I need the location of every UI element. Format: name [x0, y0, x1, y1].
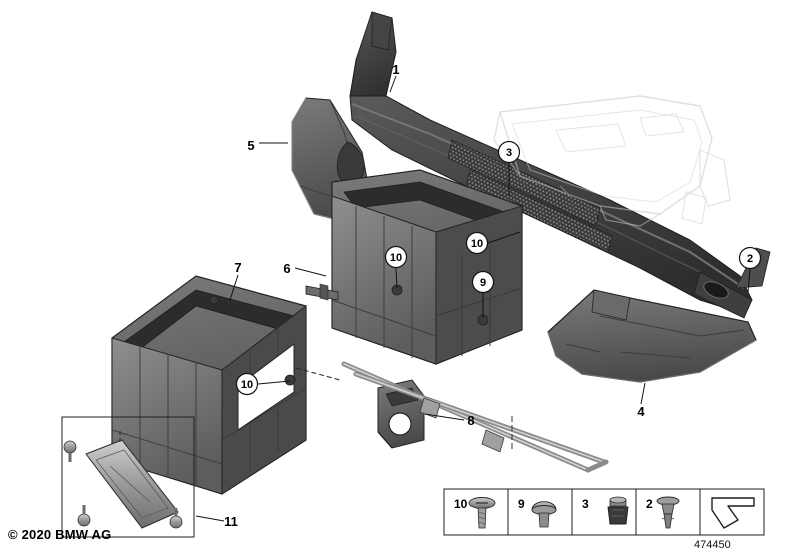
callout-leader-4 — [640, 382, 646, 405]
callout-circle — [497, 140, 521, 164]
part-rod-assembly — [341, 361, 609, 473]
callout-leader-10 — [395, 267, 398, 289]
callout-label: 8 — [467, 413, 474, 428]
legend-num-0: 10 — [454, 497, 468, 511]
callout-label: 10 — [390, 252, 402, 264]
callout-label: 10 — [471, 238, 483, 250]
screw-top-left — [63, 440, 77, 462]
callout-leader-6 — [294, 267, 327, 277]
callout-4: 4 — [637, 404, 645, 419]
callout-3: 3 — [497, 140, 521, 164]
part-4-right-cover — [547, 289, 757, 383]
callout-leader-1 — [389, 75, 397, 93]
legend-num-1: 9 — [518, 497, 525, 511]
legend-icon-direction-arrow — [711, 497, 755, 529]
part-6-center-tray — [305, 169, 523, 365]
part-1-cowl-panel — [349, 11, 771, 319]
callout-8: 8 — [467, 413, 474, 428]
callout-label: 4 — [637, 404, 645, 419]
screw-bottom-left — [77, 505, 91, 527]
callout-10: 10 — [235, 372, 259, 396]
legend-num-3: 2 — [646, 497, 653, 511]
callout-label: 5 — [247, 138, 254, 153]
callout-1: 1 — [392, 62, 399, 77]
callout-leader-10 — [487, 231, 521, 244]
part-7-left-tray — [111, 275, 341, 495]
diagram-part-number: 474450 — [694, 539, 731, 551]
callout-label: 6 — [283, 261, 290, 276]
callout-label: 3 — [506, 147, 512, 159]
callout-circle — [465, 231, 489, 255]
copyright-notice: © 2020 BMW AG — [8, 527, 112, 542]
legend-num-2: 3 — [582, 497, 589, 511]
callout-leader-11 — [195, 515, 225, 522]
legend-icon-pan-head-screw — [468, 497, 496, 529]
legend-icon-expanding-nut — [607, 496, 629, 525]
callout-6: 6 — [283, 261, 290, 276]
screw-bottom-right — [169, 508, 183, 529]
callout-2: 2 — [738, 246, 762, 270]
part-11-bracket-assembly — [61, 416, 195, 538]
callout-10: 10 — [384, 245, 408, 269]
fastener-legend: 10 9 3 2 — [443, 488, 765, 536]
callout-circle — [384, 245, 408, 269]
ghost-bulkhead-outline — [493, 95, 731, 227]
callout-circle — [471, 270, 495, 294]
callout-leader-8 — [424, 413, 465, 421]
legend-icon-plastic-clip — [656, 496, 680, 529]
callout-7: 7 — [234, 260, 241, 275]
legend-icon-round-head-rivet — [531, 501, 557, 528]
callout-circle — [235, 372, 259, 396]
callout-10: 10 — [465, 231, 489, 255]
callout-label: 1 — [392, 62, 399, 77]
callout-11: 11 — [224, 514, 238, 529]
callout-5: 5 — [247, 138, 254, 153]
callout-leader-7 — [229, 274, 239, 301]
callout-circle — [738, 246, 762, 270]
callout-labels: 1 5 3 2 10 10 6 9 7 10 8 4 11 — [224, 62, 762, 529]
callout-label: 2 — [747, 253, 753, 265]
callout-9: 9 — [471, 270, 495, 294]
callout-leaders — [195, 75, 751, 522]
callout-leader-10 — [257, 380, 291, 385]
callout-label: 11 — [224, 514, 238, 529]
callout-label: 9 — [480, 277, 486, 289]
part-8-bracket — [377, 379, 425, 449]
callout-label: 10 — [241, 379, 253, 391]
callout-label: 7 — [234, 260, 241, 275]
callout-leader-2 — [747, 268, 751, 293]
